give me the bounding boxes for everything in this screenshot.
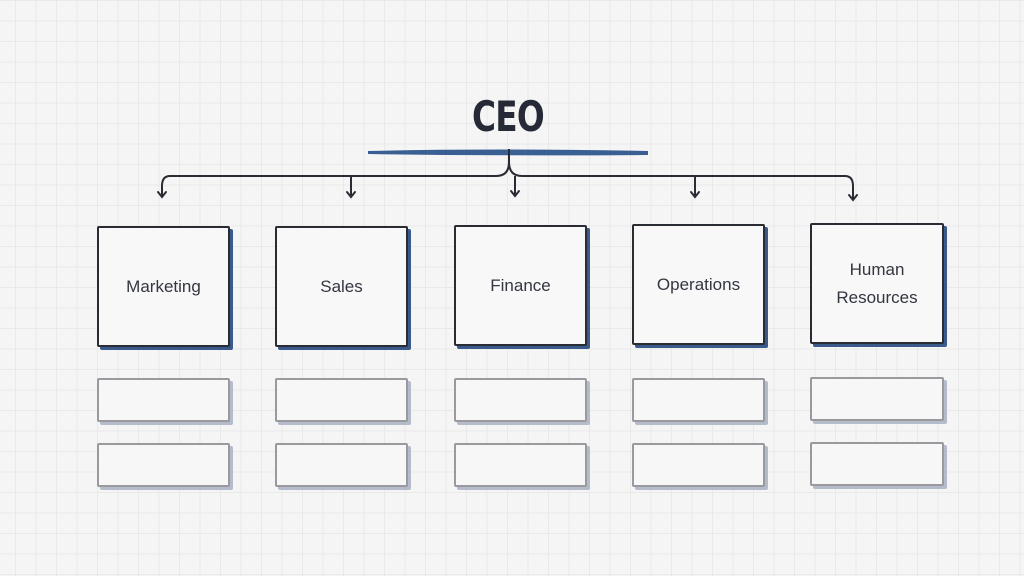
department-box-human-resources: Human Resources <box>810 223 944 344</box>
placeholder-box <box>810 442 944 486</box>
arrow-down-icon <box>690 191 700 199</box>
placeholder-box <box>632 378 765 422</box>
ceo-title: CEO <box>472 92 545 141</box>
placeholder-box <box>275 443 408 487</box>
placeholder-box <box>810 377 944 421</box>
department-box-sales: Sales <box>275 226 408 347</box>
department-label: Human Resources <box>836 259 918 307</box>
department-label: Marketing <box>126 276 201 296</box>
department-box-operations: Operations <box>632 224 765 345</box>
arrow-down-icon <box>157 191 167 199</box>
placeholder-box <box>97 443 230 487</box>
placeholder-box <box>632 443 765 487</box>
department-label: Sales <box>320 276 363 296</box>
placeholder-box <box>454 378 587 422</box>
placeholder-box <box>275 378 408 422</box>
department-box-finance: Finance <box>454 225 587 346</box>
department-label: Finance <box>490 275 551 295</box>
arrow-down-icon <box>510 190 520 198</box>
placeholder-box <box>97 378 230 422</box>
placeholder-box <box>454 443 587 487</box>
department-box-marketing: Marketing <box>97 226 230 347</box>
arrow-down-icon <box>848 194 858 202</box>
department-label: Operations <box>656 274 741 294</box>
arrow-down-icon <box>346 191 356 199</box>
